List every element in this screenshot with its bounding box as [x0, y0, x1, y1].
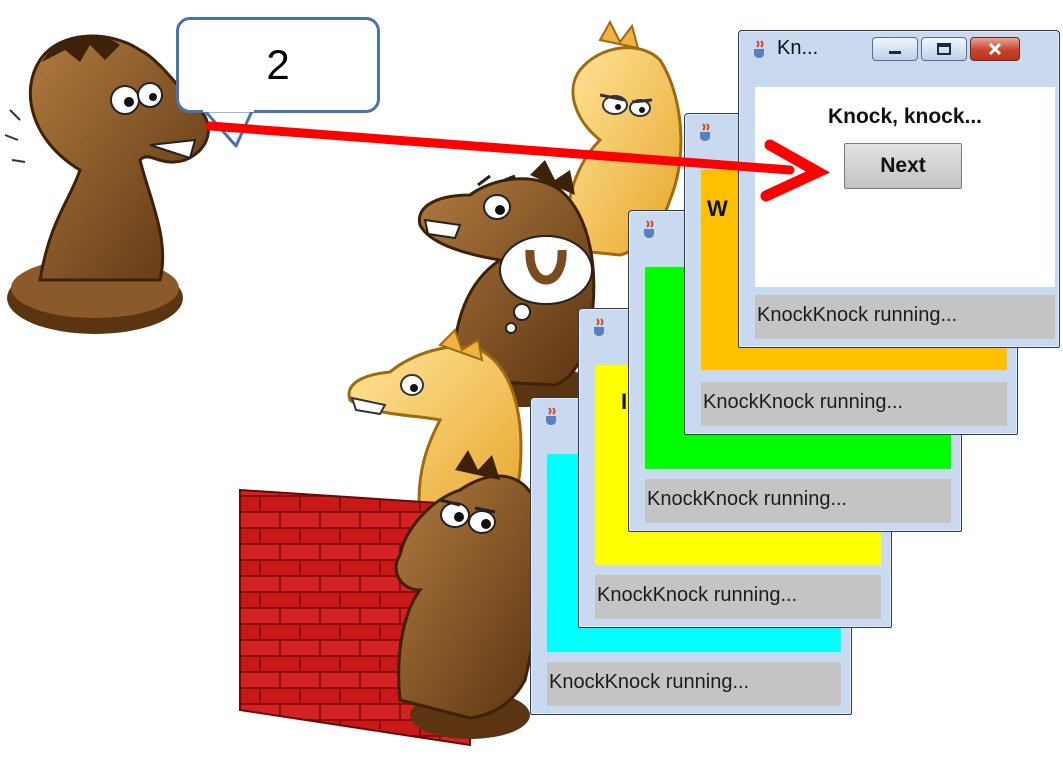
window-client: Knock, knock... Next KnockKnock running.… [755, 87, 1055, 339]
message-text: W [707, 196, 728, 221]
status-bar: KnockKnock running... [595, 575, 881, 619]
window-title: Kn... [777, 37, 819, 59]
status-bar: KnockKnock running... [645, 479, 951, 523]
java-cup-icon [546, 407, 556, 425]
message-panel: Knock, knock... Next [755, 87, 1055, 287]
status-bar: KnockKnock running... [547, 662, 841, 706]
close-icon [988, 42, 1002, 56]
java-cup-icon [594, 318, 604, 336]
title-bar[interactable] [531, 398, 851, 430]
title-bar[interactable] [579, 309, 891, 341]
next-button[interactable]: Next [844, 143, 962, 189]
java-cup-icon [754, 40, 764, 58]
java-cup-icon [644, 220, 654, 238]
step-number: 2 [266, 41, 290, 88]
java-cup-icon [700, 123, 710, 141]
maximize-icon [937, 43, 951, 55]
minimize-button[interactable] [872, 37, 918, 61]
brown-knight-wall [394, 450, 542, 739]
title-bar[interactable] [629, 211, 961, 243]
brown-knight-left [4, 34, 210, 334]
message-text: I [621, 389, 628, 414]
knock-message: Knock, knock... [827, 105, 983, 128]
maximize-button[interactable] [921, 37, 967, 61]
title-bar[interactable]: Kn... [739, 31, 1059, 63]
status-bar: KnockKnock running... [701, 382, 1007, 426]
status-bar: KnockKnock running... [755, 295, 1055, 339]
close-button[interactable] [970, 37, 1020, 61]
knockknock-window-front[interactable]: Kn... Knock, knock... Next KnockKnock ru… [738, 30, 1060, 348]
minimize-icon [889, 51, 901, 54]
step-callout: 2 [176, 17, 380, 113]
